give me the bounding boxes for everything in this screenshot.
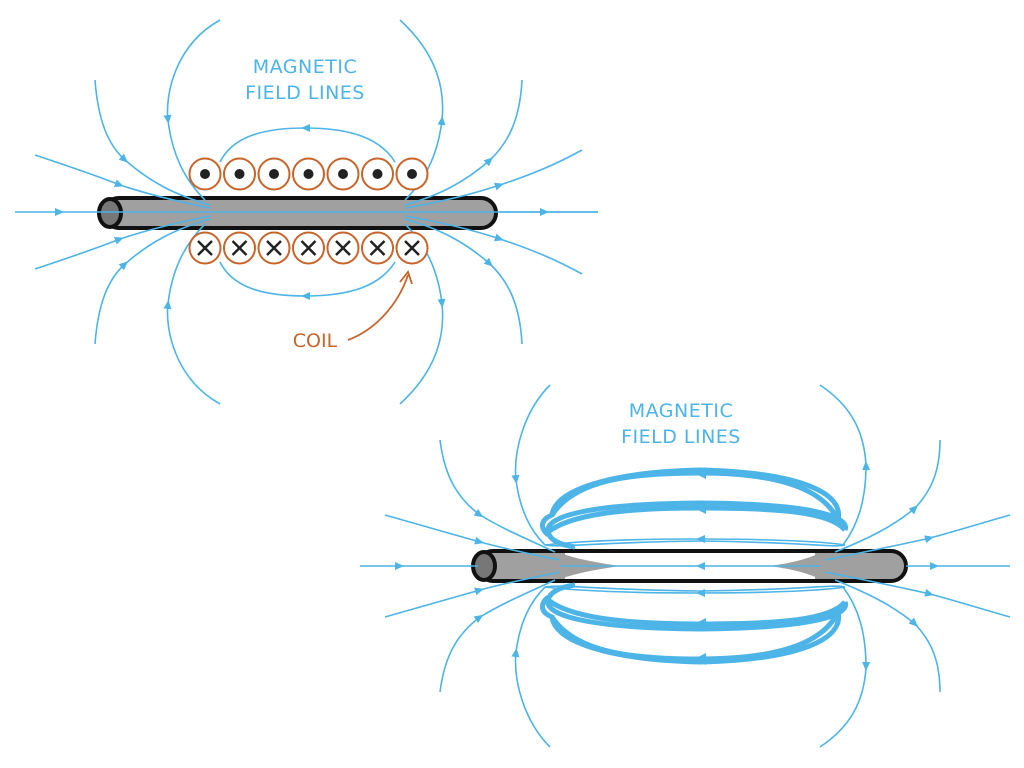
current-in-cross-icon xyxy=(231,240,248,256)
coil-turns-in xyxy=(188,231,429,265)
field-lines-label-line1: MAGNETIC xyxy=(629,400,733,422)
current-in-cross-icon xyxy=(300,240,317,256)
coil-pointer-arrow xyxy=(347,274,409,341)
current-out-dot-icon xyxy=(234,169,245,179)
current-in-cross-icon xyxy=(404,240,420,256)
bottom-solenoid: MAGNETIC FIELD LINES xyxy=(360,384,1011,748)
current-in-cross-icon xyxy=(369,240,386,256)
current-in-cross-icon xyxy=(197,240,213,256)
current-in-cross-icon xyxy=(266,240,282,256)
coil-label: COIL xyxy=(293,330,338,352)
current-out-dot-icon xyxy=(269,169,279,179)
coil-turns-out xyxy=(188,157,429,191)
current-in-cross-icon xyxy=(335,240,351,256)
iron-rod xyxy=(97,196,498,230)
current-out-dot-icon xyxy=(200,169,210,179)
field-lines-label-line2: FIELD LINES xyxy=(245,82,365,104)
top-solenoid: MAGNETIC FIELD LINES COIL xyxy=(15,19,598,405)
coil-pointer-arrowhead xyxy=(399,270,413,285)
current-out-dot-icon xyxy=(407,169,417,179)
field-lines-lower xyxy=(34,215,583,405)
field-lines-label-line1: MAGNETIC xyxy=(253,56,357,78)
field-lines-upper xyxy=(384,384,1011,561)
field-lines-label-line2: FIELD LINES xyxy=(621,426,741,448)
field-lines-lower xyxy=(384,571,1011,748)
current-out-dot-icon xyxy=(303,169,314,179)
current-out-dot-icon xyxy=(338,169,348,179)
current-out-dot-icon xyxy=(372,169,383,179)
